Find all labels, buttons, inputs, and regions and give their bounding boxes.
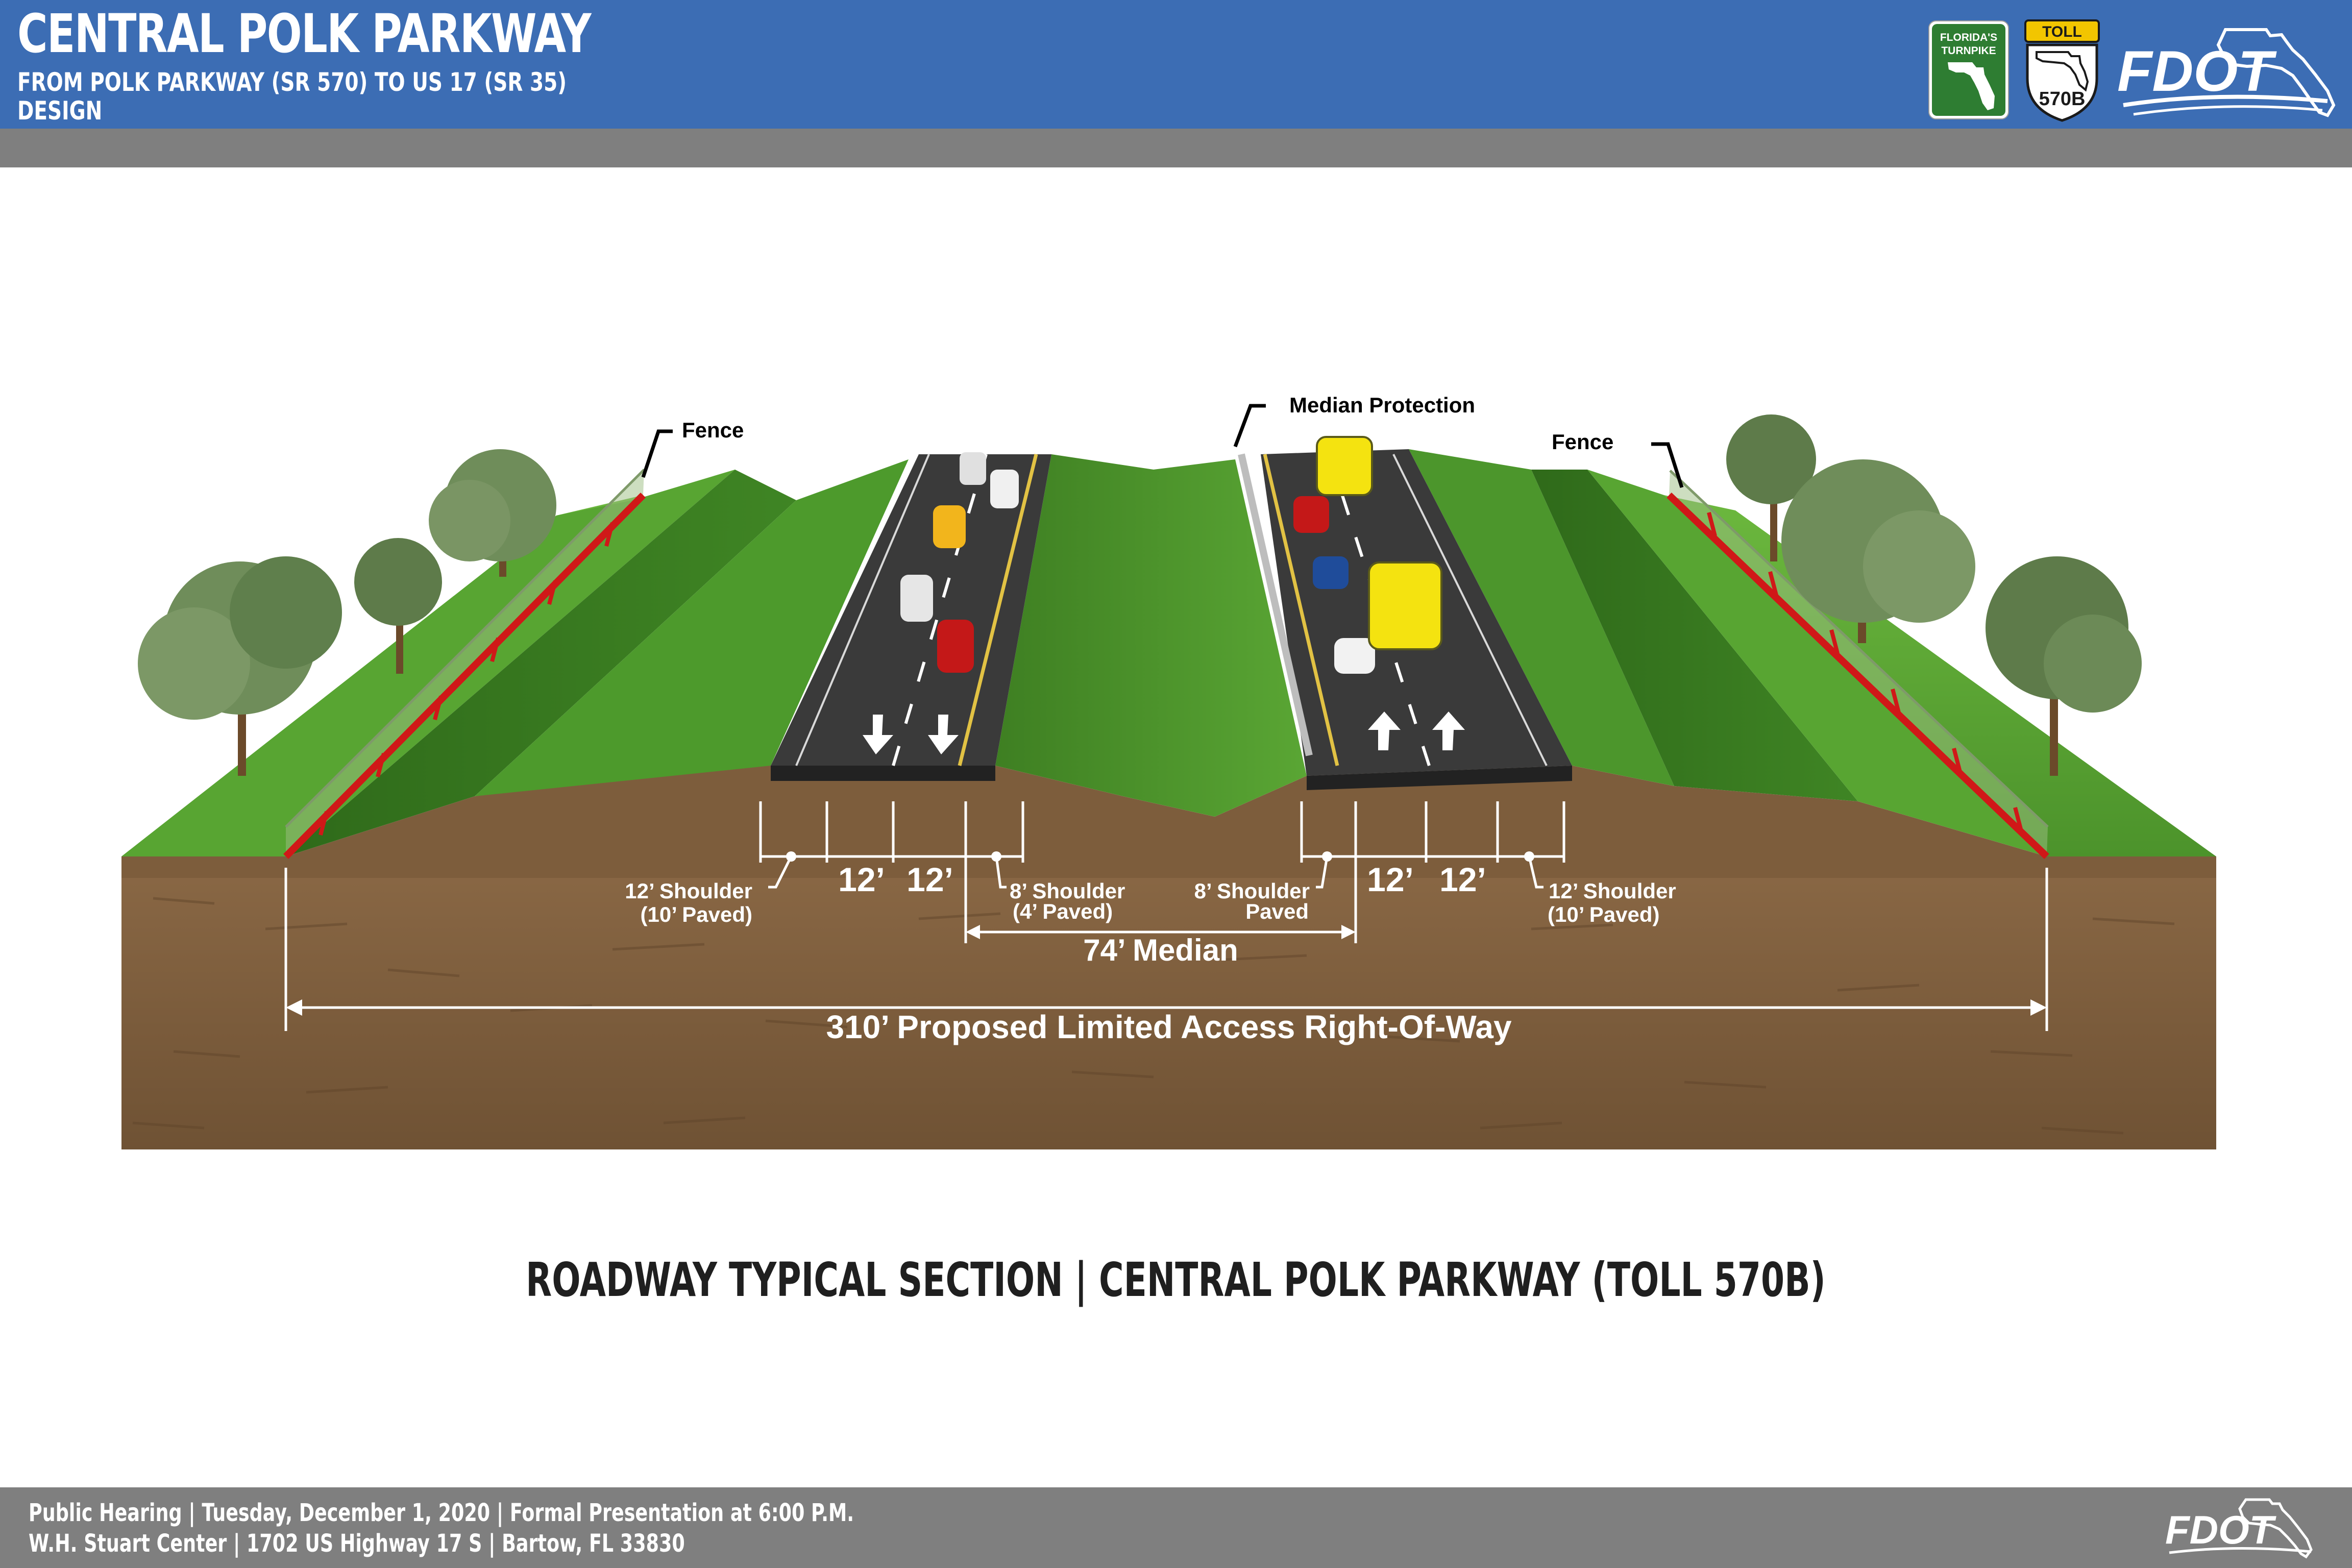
left-outer-shoulder-paved: (10’ Paved) — [641, 902, 752, 926]
soil-top-profile — [121, 766, 2216, 878]
right-fence — [1667, 470, 2049, 860]
florida-turnpike-shield-icon: FLORIDA'S TURNPIKE — [1928, 20, 2009, 119]
hearing-location: W.H. Stuart Center | 1702 US Highway 17 … — [29, 1529, 685, 1558]
fdot-text: FDOT — [2117, 39, 2277, 103]
right-outer-shoulder-paved: (10’ Paved) — [1548, 902, 1659, 926]
right-inner-shoulder-label: 8’ Shoulder — [1194, 879, 1310, 903]
left-trees — [138, 449, 556, 776]
toll-route-shield-icon: TOLL 570B — [2024, 19, 2100, 122]
dimension-ticks — [284, 801, 2048, 1031]
florida-state-outline-icon — [2238, 1498, 2313, 1559]
page-title: CENTRAL POLK PARKWAY — [17, 3, 592, 65]
soil-texture — [132, 897, 2175, 1135]
median-protection-barrier — [1238, 453, 1313, 756]
project-info-bar: Financial Project ID Number: 440897-2; E… — [0, 129, 2352, 295]
median-width-label: 74’ Median — [1083, 933, 1238, 967]
header-bar: CENTRAL POLK PARKWAY FROM POLK PARKWAY (… — [0, 0, 2352, 129]
soil-cross-section — [121, 856, 2216, 1149]
toll-label: TOLL — [2042, 23, 2082, 40]
page-subtitle: FROM POLK PARKWAY (SR 570) TO US 17 (SR … — [17, 67, 567, 97]
left-road-slope — [475, 459, 909, 796]
typical-section-diagram: Fence Median Protection Fence 12’ 12’ 12… — [121, 393, 2216, 1149]
toll-route-number: 570B — [2039, 88, 2086, 110]
caption-text: ROADWAY TYPICAL SECTION | CENTRAL POLK P… — [526, 1253, 1826, 1307]
section-label: TYPICAL SECTION — [2071, 256, 2325, 298]
lane-width-1: 12’ — [838, 861, 885, 898]
right-road-base — [1307, 766, 1572, 790]
left-traffic — [900, 452, 1019, 673]
hearing-details: Public Hearing | Tuesday, December 1, 20… — [29, 1499, 854, 1527]
median-mound — [995, 454, 1307, 817]
left-road-base — [771, 766, 995, 781]
left-inner-shoulder-label: 8’ Shoulder — [1010, 879, 1125, 903]
turnpike-line1: FLORIDA'S — [1940, 32, 1997, 43]
fence-right-label: Fence — [1552, 430, 1613, 454]
project-id: Financial Project ID Number: 440897-2; E… — [17, 263, 598, 286]
right-inner-shoulder-paved: Paved — [1245, 899, 1309, 923]
left-fence — [283, 469, 646, 859]
southbound-arrows — [863, 715, 959, 754]
right-outer-shoulder-label: 12’ Shoulder — [1549, 879, 1676, 903]
left-embankment — [286, 470, 796, 856]
left-outer-shoulder-label: 12’ Shoulder — [625, 879, 752, 903]
left-inner-shoulder-paved: (4’ Paved) — [1013, 899, 1113, 923]
lane-width-4: 12’ — [1439, 861, 1486, 898]
right-traffic — [1293, 436, 1442, 674]
turnpike-line2: TURNPIKE — [1941, 45, 1996, 57]
northbound-arrows — [1368, 712, 1465, 750]
left-grass-flat — [121, 470, 735, 856]
lane-width-3: 12’ — [1367, 861, 1414, 898]
right-trees — [1726, 414, 2142, 776]
fdot-footer-text: FDOT — [2165, 1507, 2277, 1552]
lane-width-2: 12’ — [906, 861, 953, 898]
florida-state-outline-icon — [2216, 28, 2336, 117]
right-road-slope — [1409, 449, 1674, 786]
project-phase: DESIGN — [17, 96, 103, 126]
fdot-logo: FDOT — [2117, 28, 2336, 117]
right-embankment — [1531, 470, 1858, 801]
footer-bar: Public Hearing | Tuesday, December 1, 20… — [0, 1487, 2352, 1568]
diagram-caption: ROADWAY TYPICAL SECTION | CENTRAL POLK P… — [0, 1257, 2352, 1304]
right-of-way-label: 310’ Proposed Limited Access Right-Of-Wa… — [826, 1009, 1512, 1045]
fdot-footer-logo: FDOT — [2165, 1498, 2313, 1559]
median-protection-label: Median Protection — [1289, 393, 1475, 417]
fence-left-label: Fence — [682, 418, 744, 442]
